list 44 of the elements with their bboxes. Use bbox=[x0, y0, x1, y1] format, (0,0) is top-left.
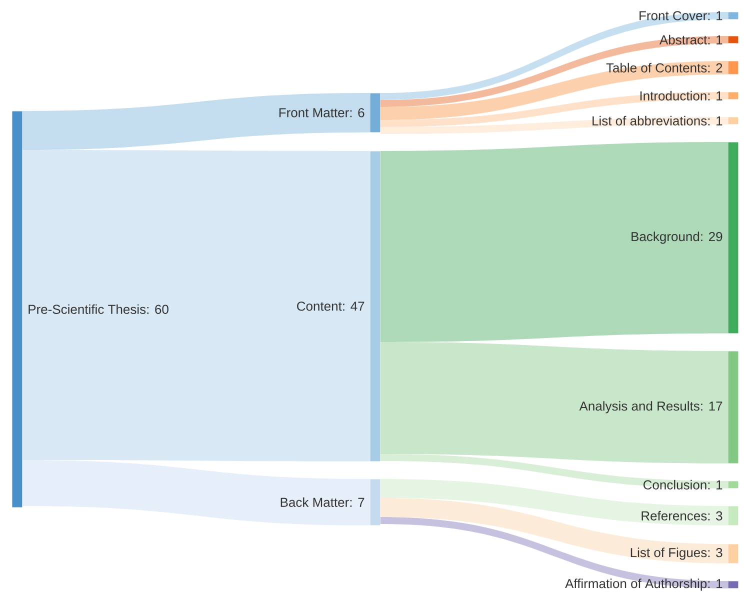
node-label: Table of Contents: 2 bbox=[606, 62, 722, 72]
node-label: Affirmation of Authorship: 1 bbox=[565, 578, 722, 591]
node-label: Background: 29 bbox=[632, 232, 722, 244]
sankey-bar bbox=[370, 93, 380, 132]
sankey-bar bbox=[728, 117, 738, 124]
node-label: List of Figues: 3 bbox=[630, 548, 722, 560]
node-label: Conclusion: 1 bbox=[644, 480, 722, 490]
flow-band bbox=[380, 342, 728, 464]
node-label: Analysis and Results: 17 bbox=[579, 401, 722, 414]
flow-band bbox=[380, 61, 728, 120]
sankey-bar bbox=[12, 111, 22, 508]
node-label: List of abbreviations: 1 bbox=[592, 116, 722, 126]
sankey-bar bbox=[728, 544, 738, 564]
node-label: Abstract: 1 bbox=[660, 34, 722, 44]
flow-band bbox=[380, 117, 728, 134]
node-label: Front Matter: 6 bbox=[279, 108, 364, 118]
flow-band bbox=[380, 92, 728, 127]
sankey-bar bbox=[728, 61, 738, 74]
flow-band bbox=[380, 479, 728, 526]
sankey-bar bbox=[728, 506, 738, 526]
flow-band bbox=[380, 12, 728, 100]
node-label: Content: 47 bbox=[297, 302, 364, 311]
flow-band bbox=[380, 142, 728, 342]
sankey-bar bbox=[728, 36, 738, 44]
sankey-bar bbox=[728, 12, 738, 20]
node-label: References: 3 bbox=[642, 510, 722, 520]
sankey-bar bbox=[728, 581, 738, 588]
sankey-bar bbox=[728, 92, 738, 100]
flow-band bbox=[22, 460, 370, 526]
node-label: Back Matter: 7 bbox=[280, 497, 364, 507]
flow-band bbox=[22, 150, 370, 462]
node-label: Introduction: 1 bbox=[640, 90, 722, 100]
flow-band bbox=[380, 36, 728, 107]
flow-band bbox=[380, 517, 728, 588]
sankey-bar bbox=[728, 351, 738, 464]
sankey-bar bbox=[728, 481, 738, 488]
flow-band bbox=[22, 93, 370, 150]
sankey-bar bbox=[370, 479, 380, 526]
sankey-bar bbox=[728, 142, 738, 334]
node-label: Pre-Scientific Thesis: 60 bbox=[28, 304, 168, 314]
flow-band bbox=[380, 454, 728, 488]
sankey-bar bbox=[370, 151, 380, 462]
node-label: Front Cover: 1 bbox=[640, 11, 722, 20]
flow-band bbox=[380, 498, 728, 564]
